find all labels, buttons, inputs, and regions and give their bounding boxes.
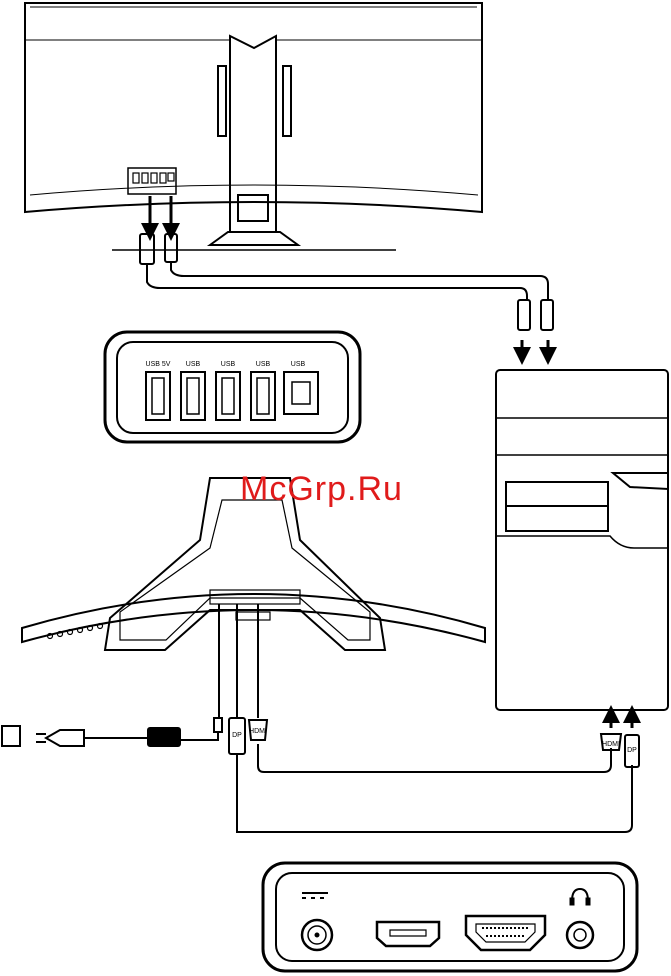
usb-panel-outer bbox=[105, 332, 360, 442]
usb-a-port bbox=[146, 372, 170, 420]
hdmi-label-pc: HDMI bbox=[602, 741, 620, 748]
usb-port-label: USB bbox=[186, 361, 201, 368]
pc-drive-bay-1 bbox=[506, 482, 608, 506]
headphone-port bbox=[567, 889, 593, 948]
monitor-stand-base bbox=[210, 232, 298, 245]
usb-plug-pc-2 bbox=[541, 300, 553, 330]
usb-port-label: USB bbox=[291, 361, 306, 368]
usb-port-label: USB bbox=[256, 361, 271, 368]
usb-a-plug bbox=[140, 234, 154, 264]
hinge-left bbox=[218, 66, 226, 136]
hinge-right bbox=[283, 66, 291, 136]
dp-label-pc: DP bbox=[627, 747, 637, 754]
usb-b-plug bbox=[165, 234, 177, 262]
displayport-port bbox=[377, 922, 439, 946]
watermark-text: McGrp.Ru bbox=[240, 470, 403, 509]
power-adapter bbox=[148, 728, 180, 746]
cable-clip bbox=[238, 195, 268, 221]
hdmi-label-monitor: HDMI bbox=[249, 728, 267, 735]
pc-tower bbox=[496, 370, 668, 710]
usb-a-port bbox=[181, 372, 205, 420]
usb-b-port bbox=[284, 372, 318, 414]
usb-port-label: USB 5V bbox=[146, 361, 171, 368]
io-panel-detail bbox=[263, 863, 637, 971]
monitor-back-panel bbox=[25, 3, 482, 212]
usb-a-port bbox=[216, 372, 240, 420]
pc-drive-bay-2 bbox=[506, 506, 608, 531]
io-panel-outer bbox=[263, 863, 637, 971]
usb-a-port bbox=[251, 372, 275, 420]
wall-outlet-icon bbox=[2, 726, 20, 746]
usb-panel-detail: USB 5V USB USB USB USB bbox=[105, 332, 360, 442]
hdmi-port bbox=[466, 916, 545, 950]
dp-label-monitor: DP bbox=[232, 732, 242, 739]
video-power-cables bbox=[2, 604, 639, 832]
dc-in-port bbox=[302, 893, 332, 950]
power-plug bbox=[46, 730, 84, 746]
bottom-io-strip bbox=[210, 590, 300, 604]
pc-optical-drive bbox=[613, 473, 668, 489]
monitor-rear-view bbox=[25, 3, 482, 250]
usb-port-label: USB bbox=[221, 361, 236, 368]
usb-port-slot bbox=[222, 378, 234, 414]
monitor-bezel-bottom bbox=[22, 594, 485, 642]
pc-case bbox=[496, 370, 668, 710]
usb-port-slot bbox=[187, 378, 199, 414]
usb-port-slot bbox=[257, 378, 269, 414]
io-panel-inner bbox=[276, 873, 624, 961]
usb-port-slot bbox=[292, 382, 310, 404]
usb-plug-pc-1 bbox=[518, 300, 530, 330]
dc-plug bbox=[214, 718, 222, 732]
usb-port-slot bbox=[152, 378, 164, 414]
